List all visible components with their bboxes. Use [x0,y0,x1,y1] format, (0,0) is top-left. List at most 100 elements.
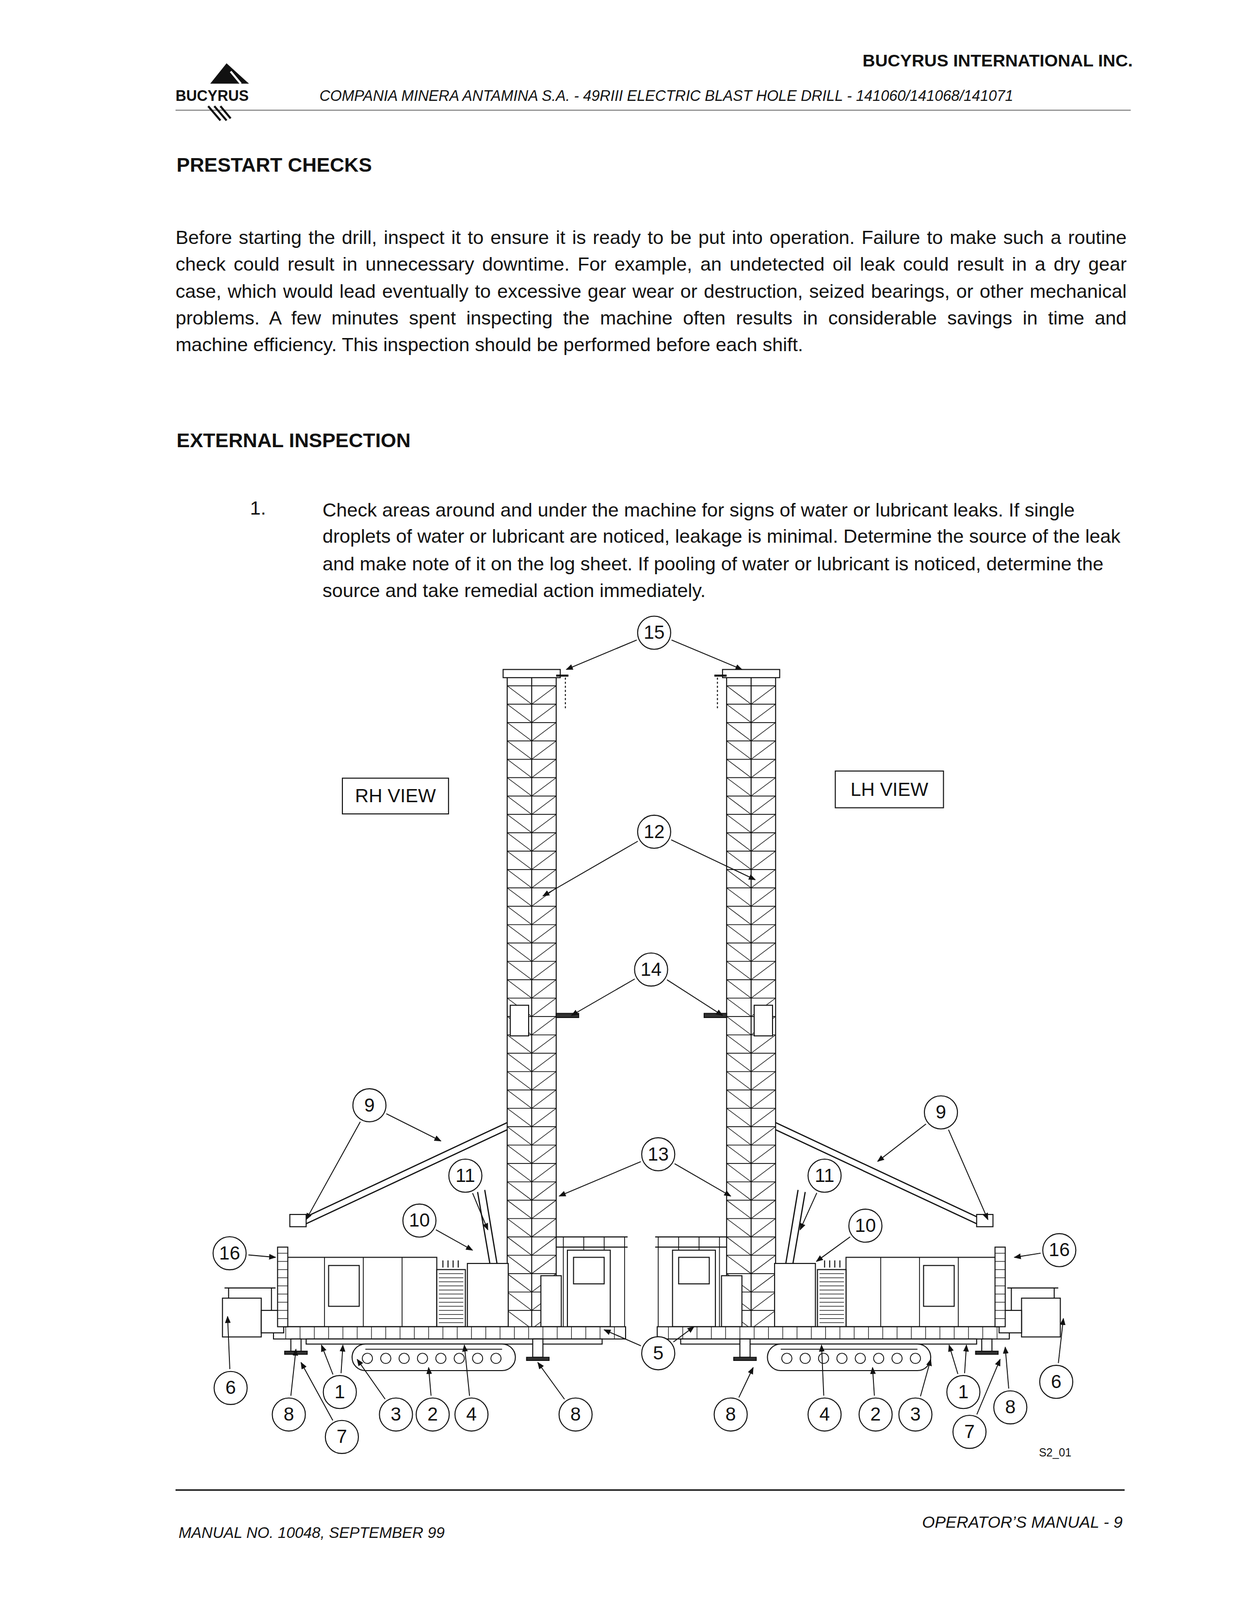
deck-rib [414,1326,415,1340]
mast-brace [507,777,533,796]
intake-grille [819,1309,845,1311]
view-label-box: RH VIEW [341,777,450,815]
track-roller [380,1353,391,1364]
callout-text: 11 [455,1164,475,1187]
logo-text: BUCYRUS [175,87,249,105]
intake-grille [438,1301,464,1303]
intake-grille [438,1297,464,1299]
mast-brace [507,722,533,742]
mast-brace [507,1089,533,1109]
callout-text: 16 [1049,1239,1070,1262]
mast-rung [726,813,776,815]
callout-circle [448,1159,482,1193]
track-frame [780,1348,918,1350]
mast-brace [531,722,557,742]
mast-brace [751,1126,776,1146]
handrail-post [657,1236,659,1327]
intake-grille [819,1289,845,1291]
mast-rung [507,1218,557,1220]
callout-text: 11 [814,1164,835,1187]
backstay [297,1122,507,1221]
drill-rh-view [222,669,628,1371]
backstay [775,1129,981,1226]
rear-rail [224,1287,276,1289]
intake-grille [438,1273,464,1274]
mast-brace [726,685,752,705]
deck-rib [371,1326,372,1340]
mast-brace [751,869,776,888]
callout-text: 4 [819,1403,830,1426]
track-roller [910,1353,921,1364]
mast-brace [726,1071,752,1090]
house-door [923,1265,954,1307]
intake-grille [819,1301,845,1303]
callout-number: 1 [946,1374,982,1410]
track-frame [365,1348,502,1350]
callout-text: 12 [643,820,665,843]
deck-rib [925,1326,926,1340]
leader-line [464,1344,470,1396]
callout-number: 12 [636,814,672,850]
intake-grille [438,1285,464,1287]
deck-rib [599,1326,601,1340]
ladder-rung [277,1277,288,1278]
ladder-rung [995,1277,1006,1278]
callout-number: 1 [322,1374,358,1410]
mast-brace [507,961,533,980]
air-intake [817,1269,847,1327]
house-panel [957,1257,959,1327]
track-roller [417,1353,428,1364]
leader-line [340,1344,343,1373]
mast-brace [751,1089,776,1109]
callout-text: 2 [427,1403,438,1426]
leader-line [356,1359,386,1400]
vent [823,1260,825,1268]
ladder-rung [995,1260,1006,1262]
mast-rung [507,832,557,834]
leader-line [248,1254,276,1258]
callout-text: 8 [570,1403,582,1426]
mast-brace [751,722,776,742]
track-roller [855,1353,866,1364]
mast-brace [531,814,557,833]
mast-rung [726,685,776,687]
leader-line [964,1344,967,1373]
mast-base [721,1275,743,1327]
callout-text: 2 [870,1403,882,1426]
vent [834,1260,836,1268]
leader-line [321,1344,334,1375]
mast-rung [507,1181,557,1183]
deck-rib [854,1326,855,1340]
deck-rib [839,1326,840,1340]
callout-circle [641,1336,675,1370]
mast-rung [507,1071,557,1073]
rear-box [1021,1298,1061,1338]
leveling-jack [981,1339,992,1352]
track-roller [399,1353,410,1364]
intake-grille [819,1322,845,1324]
callout-number: 6 [1038,1364,1074,1400]
deck-rib [996,1326,998,1340]
handrail [556,1236,628,1238]
ladder-rung [277,1269,288,1270]
callout-text: 1 [334,1380,346,1404]
mast-brace [726,906,752,925]
mast-brace [726,1089,752,1109]
callout-circle [212,1236,246,1270]
mast-rung [507,813,557,815]
intake-grille [819,1297,845,1299]
main-deck [273,1326,626,1340]
mast-brace [531,832,557,852]
intake-grille [819,1314,845,1315]
callout-text: 9 [935,1101,947,1124]
section-heading: PRESTART CHECKS [176,153,372,177]
jack-pad [733,1357,757,1361]
leader-line [290,1349,296,1396]
mast-brace [751,1200,776,1219]
mast-brace [507,869,533,888]
hoist-cable [565,677,566,709]
leader-line [920,1359,931,1397]
callout-circle [848,1209,882,1243]
leader-line [559,1161,641,1196]
